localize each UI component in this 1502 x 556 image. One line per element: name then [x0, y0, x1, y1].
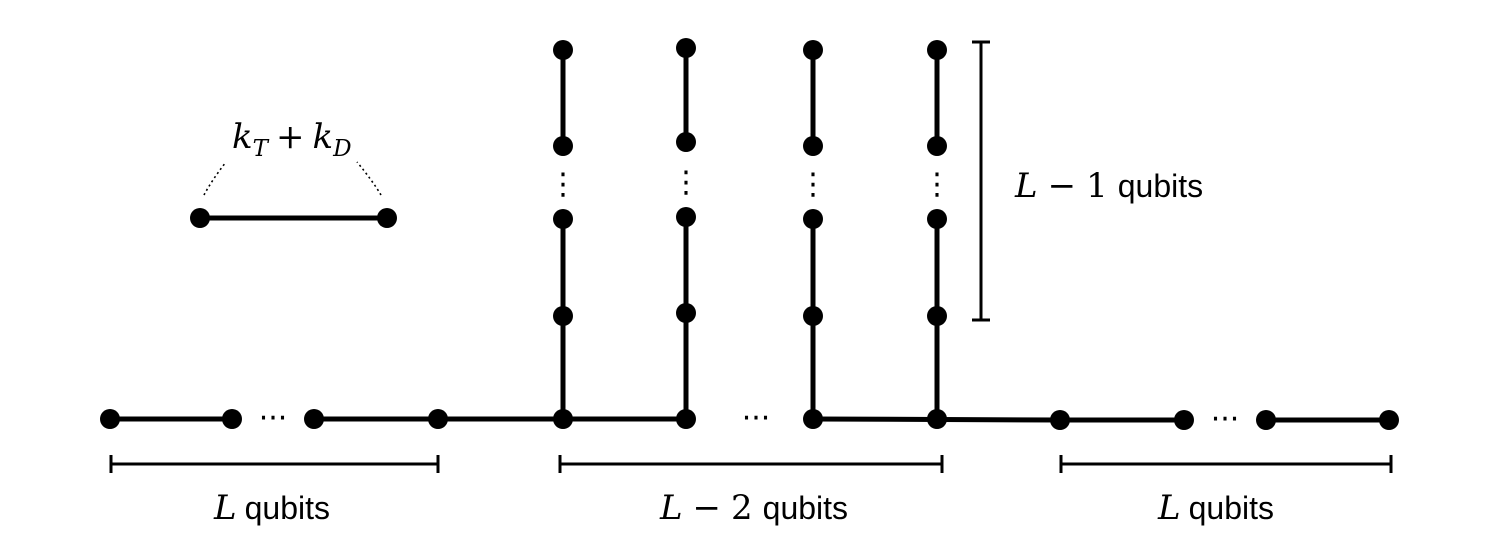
ellipsis-right: ···	[1211, 402, 1240, 437]
vertical-bracket	[972, 40, 990, 322]
legend-leader-right	[356, 161, 382, 196]
ellipsis-left: ···	[259, 401, 288, 436]
vdots-col-3: ⋮	[798, 167, 828, 202]
vdots-col-2: ⋮	[671, 165, 701, 200]
vertical-columns	[560, 45, 940, 422]
legend-node-right	[377, 208, 397, 228]
bottom-bracket-middle	[558, 455, 944, 473]
qubit-nodes	[100, 38, 1399, 430]
legend-edge: kT+kD	[190, 117, 397, 228]
bottom-bracket-right	[1059, 455, 1393, 473]
legend-node-left	[190, 208, 210, 228]
legend-edge-label: kT+kD	[232, 117, 352, 162]
ellipsis-middle: ···	[742, 401, 771, 436]
vdots-col-1: ⋮	[548, 167, 578, 202]
bottom-bracket-left	[109, 455, 440, 473]
vdots-col-4: ⋮	[922, 167, 952, 202]
legend-leader-left	[203, 161, 227, 196]
